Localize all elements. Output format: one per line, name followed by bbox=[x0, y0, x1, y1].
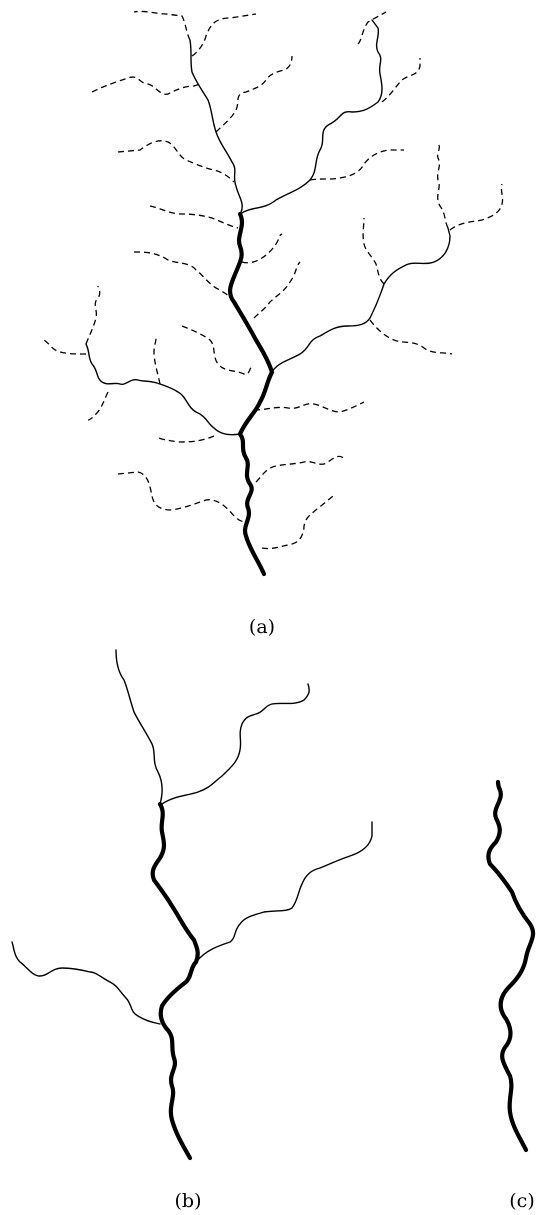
panel-a-trib-left-2 bbox=[117, 140, 235, 183]
panel-a-trib-left-lower-1 bbox=[117, 471, 247, 523]
panel-a-trib-left-3 bbox=[149, 205, 239, 229]
panel-a-trib-left-branch-3 bbox=[87, 391, 109, 421]
panel-b-main-trunk bbox=[150, 801, 200, 1161]
panel-c-label: (c) bbox=[509, 1190, 534, 1212]
panel-a-trib-mid-right-2 bbox=[241, 233, 283, 264]
panel-b-branch-right bbox=[195, 821, 373, 963]
panel-a-trib-right-7 bbox=[369, 319, 453, 355]
panel-a-main-trunk bbox=[227, 211, 275, 577]
panel-c-main-trunk bbox=[486, 779, 536, 1153]
panel-a-trib-right-4 bbox=[436, 143, 449, 229]
panel-a-trib-left-4 bbox=[133, 251, 231, 299]
panel-a-trib-left-branch-1 bbox=[85, 285, 101, 345]
panel-a-label: (a) bbox=[249, 616, 275, 638]
panel-a-trib-right-1 bbox=[309, 149, 404, 181]
panel-a-trib-right-3 bbox=[357, 11, 387, 45]
panel-a-trib-right-lower-2 bbox=[255, 455, 347, 483]
panel-a-trib-left-branch-2 bbox=[43, 339, 87, 355]
panel-c: (c) bbox=[486, 779, 536, 1212]
panel-a-middle-branch-right bbox=[271, 227, 451, 373]
panel-a-trib-right-2 bbox=[381, 58, 421, 103]
panel-a-trib-top-mid bbox=[191, 13, 257, 57]
panel-a-trib-right-6 bbox=[362, 217, 385, 285]
panel-a: (a) bbox=[43, 10, 504, 638]
panel-a-upper-branch-right bbox=[239, 19, 383, 215]
panel-a-trib-mid-right-1 bbox=[215, 55, 293, 133]
panel-a-upper-branch-left bbox=[189, 39, 243, 215]
panel-b-label: (b) bbox=[175, 1190, 202, 1212]
panel-a-trib-left-5 bbox=[181, 325, 253, 376]
panel-b-branch-left bbox=[11, 941, 161, 1025]
panel-a-trib-right-5 bbox=[449, 183, 504, 231]
panel-a-trib-left-branch-4 bbox=[153, 337, 161, 385]
panel-a-trib-left-branch-5 bbox=[155, 435, 215, 443]
panel-a-trib-mid-right-3 bbox=[253, 261, 301, 319]
panel-a-lower-branch-left bbox=[85, 343, 241, 436]
panel-a-trib-right-lower-3 bbox=[261, 493, 337, 550]
panel-a-trib-right-lower-1 bbox=[253, 401, 365, 413]
panel-a-trib-top-left bbox=[133, 10, 191, 41]
panel-a-trib-left-1 bbox=[91, 76, 201, 95]
panel-b-branch-top-left bbox=[115, 649, 163, 805]
panel-b: (b) bbox=[11, 649, 373, 1212]
panel-b-branch-top-right bbox=[161, 683, 310, 805]
